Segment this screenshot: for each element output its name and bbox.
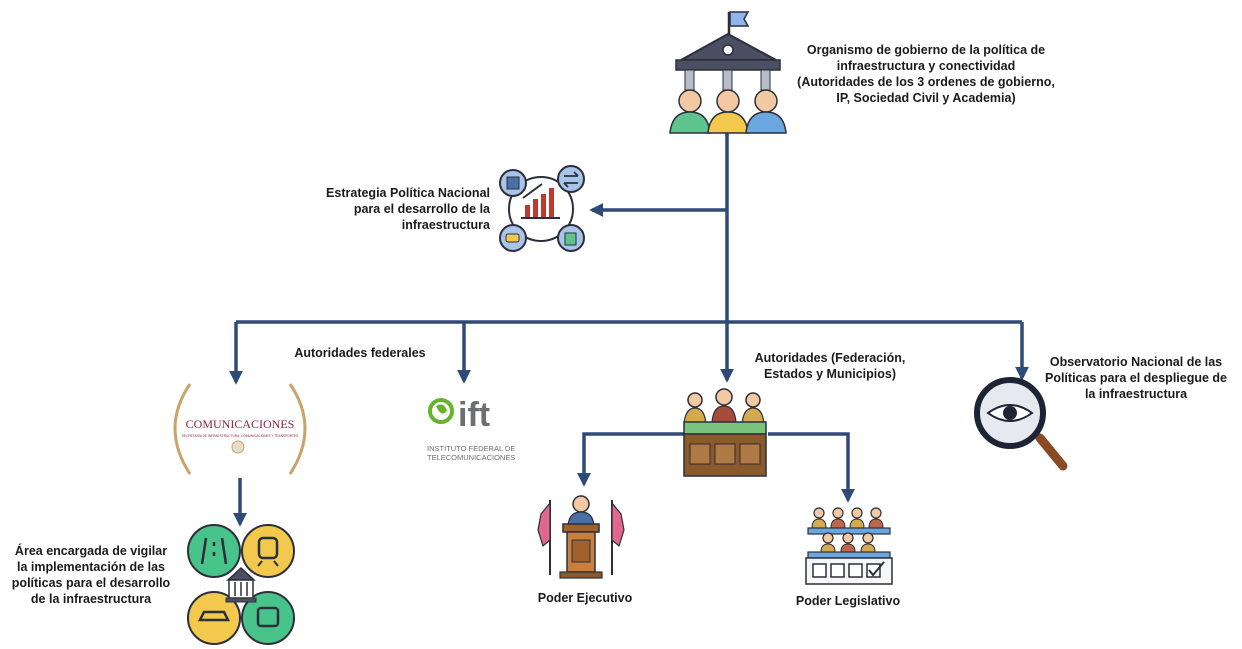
government-building-people-icon	[669, 11, 787, 134]
organismo-label: Organismo de gobierno de la política de …	[797, 43, 1055, 105]
connector-to-legislativo	[768, 432, 855, 503]
strategy-cycle-icon	[499, 165, 585, 252]
comunicaciones-logo-subtext: SECRETARÍA DE INFRAESTRUCTURA, COMUNICAC…	[182, 434, 298, 438]
estrategia-label: Estrategia Política Nacional para el des…	[326, 186, 490, 232]
observatorio-label: Observatorio Nacional de las Políticas p…	[1044, 355, 1227, 401]
autoridades-fem-label: Autoridades (Federación, Estados y Munic…	[754, 351, 906, 381]
ift-logo-subtext-1: INSTITUTO FEDERAL DE	[427, 444, 515, 453]
authorities-panel-icon	[683, 388, 767, 477]
congress-voting-icon	[805, 507, 893, 585]
ejecutivo-label: Poder Ejecutivo	[537, 591, 633, 605]
transport-sectors-icon	[187, 524, 295, 645]
magnifier-eye-icon	[974, 377, 1068, 471]
autoridades-federales-label: Autoridades federales	[294, 346, 426, 360]
area-label: Área encargada de vigilar la implementac…	[11, 544, 171, 606]
connectors	[229, 133, 1029, 527]
ift-logo-subtext-2: TELECOMUNICACIONES	[427, 453, 515, 462]
ift-logo-text: ift	[458, 396, 490, 434]
ift-logo: ift INSTITUTO FEDERAL DE TELECOMUNICACIO…	[427, 396, 515, 462]
podium-speaker-icon	[537, 495, 625, 579]
connector-to-ejecutivo	[577, 432, 684, 487]
comunicaciones-logo: COMUNICACIONES SECRETARÍA DE INFRAESTRUC…	[173, 383, 307, 475]
comunicaciones-logo-text: COMUNICACIONES	[186, 417, 295, 431]
legislativo-label: Poder Legislativo	[795, 594, 901, 608]
